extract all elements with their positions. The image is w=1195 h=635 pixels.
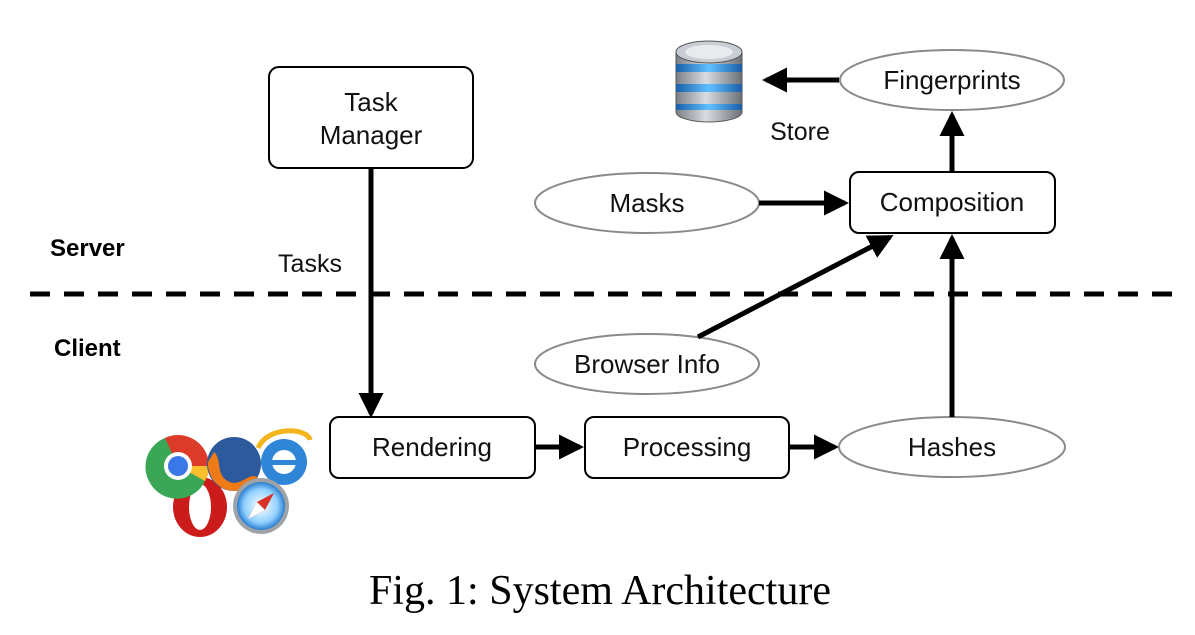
database-icon xyxy=(675,40,743,123)
chrome-icon xyxy=(145,435,209,499)
store-edge-label: Store xyxy=(770,118,830,146)
fingerprints-label: Fingerprints xyxy=(883,65,1020,95)
rendering-node: Rendering xyxy=(329,416,536,479)
safari-icon xyxy=(233,478,289,534)
internet-explorer-icon xyxy=(255,428,313,485)
composition-label: Composition xyxy=(880,187,1025,217)
processing-node: Processing xyxy=(584,416,790,479)
browser-info-label: Browser Info xyxy=(574,349,720,379)
fingerprints-node: Fingerprints xyxy=(839,49,1065,111)
masks-node: Masks xyxy=(534,172,760,234)
task-manager-node: Task Manager xyxy=(268,66,474,169)
firefox-icon xyxy=(207,437,261,491)
masks-label: Masks xyxy=(609,188,684,218)
figure-caption: Fig. 1: System Architecture xyxy=(369,568,831,614)
tasks-edge-label: Tasks xyxy=(278,250,342,278)
hashes-node: Hashes xyxy=(838,416,1066,478)
composition-node: Composition xyxy=(849,171,1056,234)
rendering-label: Rendering xyxy=(372,432,492,462)
browser-info-node: Browser Info xyxy=(534,333,760,395)
server-zone-label: Server xyxy=(50,235,125,262)
task-manager-label-line2: Manager xyxy=(320,120,423,150)
hashes-label: Hashes xyxy=(908,432,996,462)
client-zone-label: Client xyxy=(54,335,121,362)
browser-info-to-composition-arrow xyxy=(696,234,894,340)
browser-logos xyxy=(145,428,313,537)
task-manager-label-line1: Task xyxy=(344,87,398,117)
processing-label: Processing xyxy=(623,432,752,462)
